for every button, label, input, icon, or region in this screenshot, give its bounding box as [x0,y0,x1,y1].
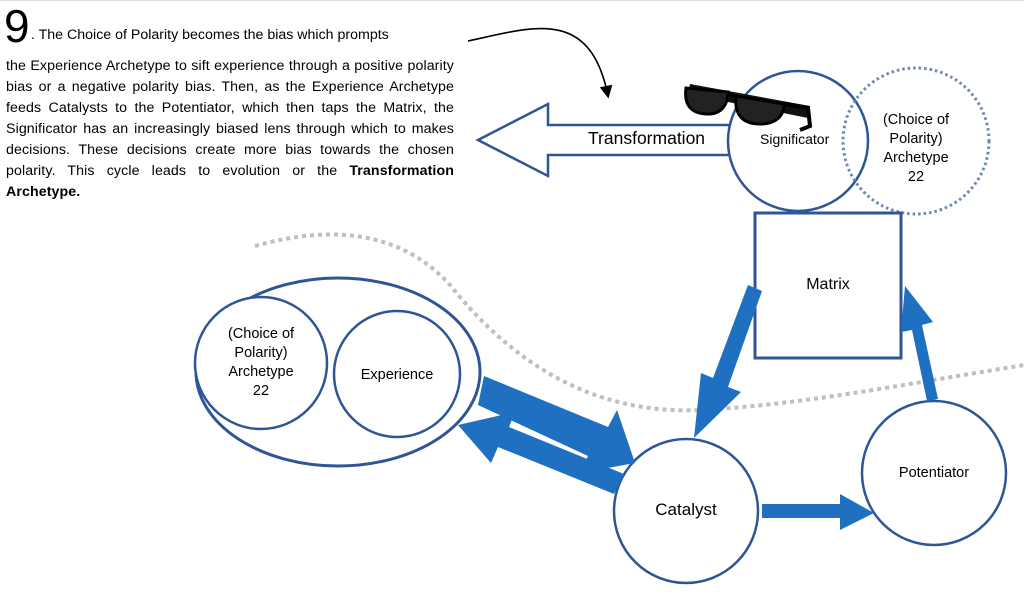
description-paragraph: the Experience Archetype to sift experie… [6,56,454,203]
transformation-label: Transformation [588,128,706,148]
step-number: 9 [4,0,30,52]
dotted-separator [254,232,1024,413]
catalyst-label: Catalyst [655,500,717,519]
matrix-label: Matrix [806,276,850,293]
experience-label: Experience [360,367,434,383]
choice-left-label: (Choice of Polarity) Archetype 22 [215,325,307,401]
flow-arrows [458,285,938,530]
choice-left-circle [193,295,329,431]
choice-right-circle [841,66,991,216]
description-bold: Transformation Archetype. [6,163,454,200]
arrow-potentiator-to-matrix [901,286,938,401]
choice-right-line-4: 22 [907,169,925,185]
choice-right-line-3: Archetype [883,150,949,166]
potentiator-circle [860,399,1008,547]
choice-right-label: (Choice of Polarity) Archetype 22 [870,111,962,187]
choice-left-line-3: Archetype [228,364,294,380]
choice-left-line-4: 22 [252,383,270,399]
pointer-arrow [467,27,613,99]
intro-line: . The Choice of Polarity becomes the bia… [31,27,389,43]
experience-circle [332,309,462,439]
matrix-box [753,211,903,360]
choice-left-line-2: Polarity) [234,345,288,361]
choice-left-line-1: (Choice of [227,326,295,342]
arrow-experience-to-catalyst [478,376,635,473]
choice-right-line-2: Polarity) [889,131,943,147]
description-text: the Experience Archetype to sift experie… [6,58,454,179]
choice-right-line-1: (Choice of [882,112,950,128]
significator-label: Significator [760,131,830,147]
sunglasses-icon [684,84,813,132]
catalyst-circle [612,437,760,585]
top-divider [0,0,1024,1]
arrow-matrix-to-catalyst [694,285,762,438]
arrow-catalyst-to-potentiator [762,494,874,530]
arrow-catalyst-to-experience [458,412,624,494]
potentiator-label: Potentiator [898,465,970,481]
